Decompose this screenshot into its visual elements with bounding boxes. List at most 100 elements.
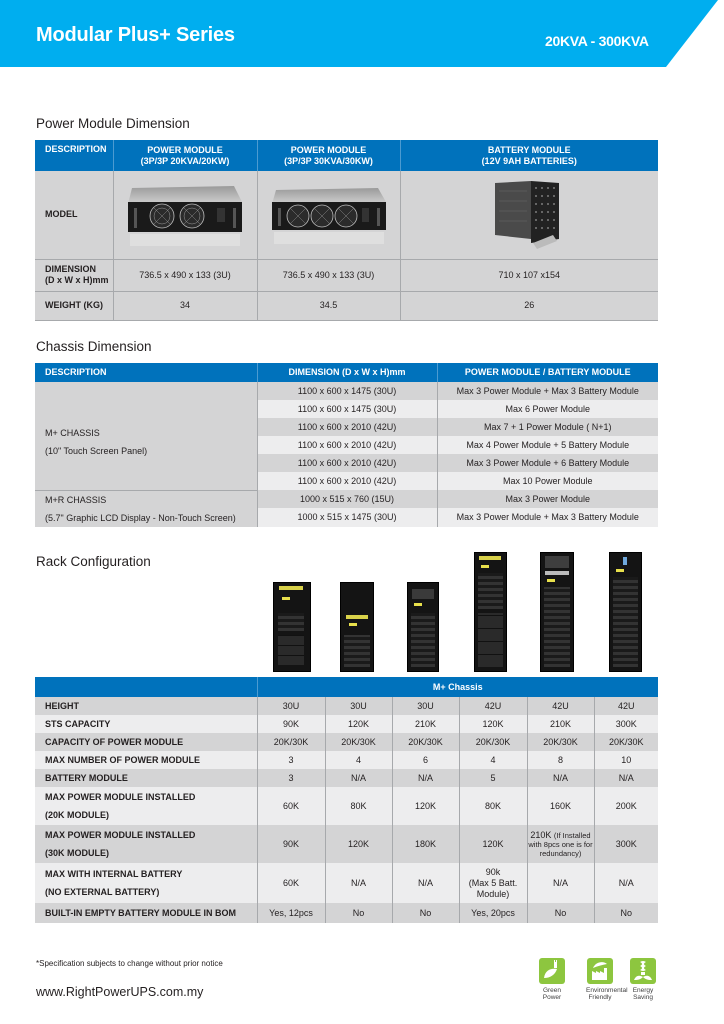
power-range: 20KVA - 300KVA	[545, 33, 649, 49]
chassis-name-line: (10" Touch Screen Panel)	[45, 445, 148, 456]
header-m-plus-chassis: M+ Chassis	[257, 677, 659, 697]
cell: 180K	[392, 825, 460, 863]
section-title-rack: Rack Configuration	[36, 554, 151, 569]
table-header-row: M+ Chassis	[35, 677, 659, 697]
cell: 30U	[325, 697, 393, 715]
cell: N/A	[594, 769, 659, 787]
cell-modules: Max 4 Power Module + 5 Battery Module	[437, 436, 658, 454]
cell-dimension: 710 x 107 x154	[400, 259, 658, 292]
cell-modules: Max 7 + 1 Power Module ( N+1)	[437, 418, 658, 436]
table-row: 1000 x 515 x 1475 (30U) Max 3 Power Modu…	[35, 508, 658, 527]
eco-caption-line: Environmental	[586, 987, 628, 994]
table-row: 1100 x 600 x 2010 (42U) Max 4 Power Modu…	[35, 436, 658, 454]
cell: 210K	[392, 715, 460, 733]
chassis-name-line: (5.7" Graphic LCD Display - Non-Touch Sc…	[45, 512, 236, 523]
header-line: POWER MODULE	[290, 144, 367, 155]
cabinet-30u-120k-image	[340, 582, 374, 672]
cell: 300K	[594, 825, 659, 863]
cell-value: 210K	[530, 829, 552, 840]
page-title: Modular Plus+ Series	[36, 24, 235, 46]
cell: 8	[527, 751, 595, 769]
table-row-capacity-of-power-module: CAPACITY OF POWER MODULE 20K/30K 20K/30K…	[35, 733, 659, 751]
cell: 60K	[257, 787, 326, 825]
eco-caption: Environmental Friendly	[586, 987, 628, 1001]
cell: 60K	[257, 863, 326, 903]
row-label-weight: WEIGHT (KG)	[35, 291, 114, 321]
eco-caption-line: Power	[542, 994, 562, 1001]
cell: 20K/30K	[527, 733, 595, 751]
header-dimension: DIMENSION (D x W x H)mm	[257, 363, 438, 382]
table-row-built-in-battery: BUILT-IN EMPTY BATTERY MODULE IN BOM Yes…	[35, 903, 659, 923]
cell: N/A	[392, 769, 460, 787]
cell-dimension: 1100 x 600 x 2010 (42U)	[257, 454, 438, 472]
cell: N/A	[325, 863, 393, 903]
cell: No	[594, 903, 659, 923]
row-label: BUILT-IN EMPTY BATTERY MODULE IN BOM	[35, 903, 258, 923]
section-title-chassis: Chassis Dimension	[36, 339, 152, 354]
header-description: DESCRIPTION	[35, 140, 114, 171]
row-label-model: MODEL	[35, 171, 114, 260]
table-row-battery-module: BATTERY MODULE 3 N/A N/A 5 N/A N/A	[35, 769, 659, 787]
label-line: MAX POWER MODULE INSTALLED	[45, 830, 196, 840]
label-line: DIMENSION	[45, 264, 97, 274]
cell-value: 90k	[485, 866, 501, 877]
eco-caption: Green Power	[538, 987, 566, 1001]
rack-configuration-table: M+ Chassis HEIGHT 30U 30U 30U 42U 42U 42…	[35, 677, 659, 923]
environmental-factory-leaf-icon	[587, 958, 613, 984]
cell: No	[392, 903, 460, 923]
label-line: MAX POWER MODULE INSTALLED	[45, 792, 196, 802]
website-link[interactable]: www.RightPowerUPS.com.my	[36, 985, 204, 999]
header-line: (3P/3P 30KVA/30KW)	[284, 155, 373, 166]
chassis-name-line: M+R CHASSIS	[45, 494, 107, 505]
header-battery-module: BATTERY MODULE (12V 9AH BATTERIES)	[400, 140, 658, 171]
cell-dimension: 1000 x 515 x 1475 (30U)	[257, 508, 438, 527]
cell: 300K	[594, 715, 659, 733]
cell: N/A	[527, 769, 595, 787]
section-title-power-module: Power Module Dimension	[36, 116, 190, 131]
table-row-model: MODEL	[35, 171, 658, 260]
row-label: BATTERY MODULE	[35, 769, 258, 787]
cell: N/A	[325, 769, 393, 787]
cell: 5	[459, 769, 528, 787]
cell-dimension: 736.5 x 490 x 133 (3U)	[113, 259, 258, 292]
table-row: 1100 x 600 x 2010 (42U) Max 10 Power Mod…	[35, 472, 658, 490]
cell: 20K/30K	[594, 733, 659, 751]
cell-dimension: 1100 x 600 x 2010 (42U)	[257, 472, 438, 490]
cell: 120K	[459, 825, 528, 863]
cell: 120K	[325, 715, 393, 733]
cell-dimension: 1100 x 600 x 1475 (30U)	[257, 400, 438, 418]
cell-weight: 34	[113, 291, 258, 321]
cell-modules: Max 3 Power Module + Max 3 Battery Modul…	[437, 508, 658, 527]
cabinet-30u-210k-image	[407, 582, 439, 672]
cell-modules: Max 3 Power Module	[437, 490, 658, 509]
header-line: POWER MODULE	[147, 144, 223, 155]
power-module-20kva-image	[113, 171, 258, 260]
row-label: MAX NUMBER OF POWER MODULE	[35, 751, 258, 769]
cell: N/A	[527, 863, 595, 903]
energy-saving-bulb-icon	[630, 958, 656, 984]
header-power-module-30kva: POWER MODULE (3P/3P 30KVA/30KW)	[257, 140, 401, 171]
cell: 160K	[527, 787, 595, 825]
cell: 3	[257, 769, 326, 787]
cell: 90k (Max 5 Batt. Module)	[459, 863, 528, 903]
cell: 30U	[257, 697, 326, 715]
table-row-height: HEIGHT 30U 30U 30U 42U 42U 42U	[35, 697, 659, 715]
table-row: 1100 x 600 x 2010 (42U) Max 3 Power Modu…	[35, 454, 658, 472]
row-label-dimension: DIMENSION (D x W x H)mm	[35, 259, 114, 292]
header-empty	[35, 677, 258, 697]
table-header-row: DESCRIPTION POWER MODULE (3P/3P 20KVA/20…	[35, 140, 658, 171]
cell-dimension: 1100 x 600 x 2010 (42U)	[257, 418, 438, 436]
table-row-sts-capacity: STS CAPACITY 90K 120K 210K 120K 210K 300…	[35, 715, 659, 733]
row-label: HEIGHT	[35, 697, 258, 715]
eco-badge-environmental-friendly: Environmental Friendly	[586, 958, 628, 1001]
eco-caption: Energy Saving	[629, 987, 657, 1001]
cabinet-42u-300k-image	[609, 552, 642, 672]
label-line: (20K MODULE)	[45, 810, 110, 820]
cell: N/A	[594, 863, 659, 903]
header-line: (12V 9AH BATTERIES)	[481, 155, 577, 166]
cell: 80K	[459, 787, 528, 825]
cabinet-30u-90k-image	[273, 582, 311, 672]
table-row-max-number-of-power-module: MAX NUMBER OF POWER MODULE 3 4 6 4 8 10	[35, 751, 659, 769]
cell: 20K/30K	[257, 733, 326, 751]
cell: 20K/30K	[459, 733, 528, 751]
